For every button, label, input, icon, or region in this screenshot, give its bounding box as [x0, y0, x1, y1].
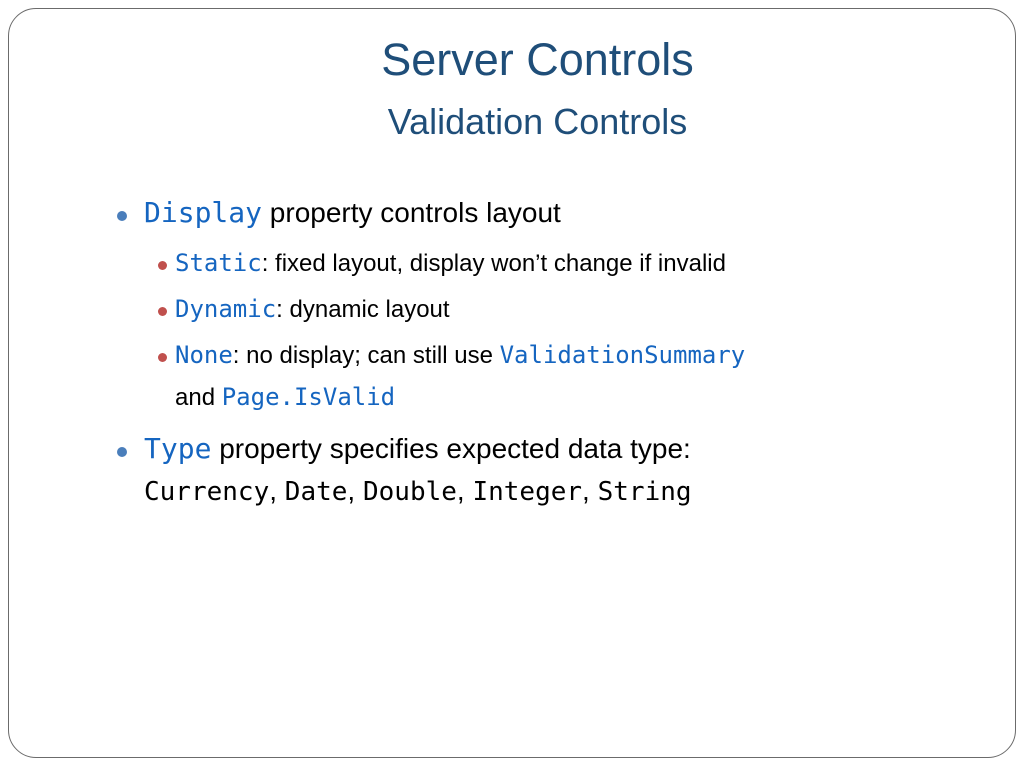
- none-text2: and: [175, 384, 222, 411]
- bullet-dot-icon: [117, 211, 127, 221]
- bullet-static: Static: fixed layout, display won’t chan…: [175, 249, 726, 278]
- type-date: Date: [284, 477, 348, 507]
- validation-summary-code: ValidationSummary: [499, 341, 746, 369]
- type-text: property specifies expected data type:: [211, 433, 691, 464]
- slide-title: Server Controls: [381, 34, 694, 85]
- type-list: Currency, Date, Double, Integer, String: [144, 475, 692, 507]
- dynamic-text: : dynamic layout: [276, 296, 450, 323]
- bullet-display: Display property controls layout: [144, 196, 561, 229]
- type-separator: ,: [456, 475, 473, 506]
- sub-bullet-dot-icon: [158, 261, 167, 270]
- bullet-type: Type property specifies expected data ty…: [144, 432, 691, 465]
- none-code: None: [175, 341, 233, 369]
- display-text: property controls layout: [262, 197, 561, 228]
- type-string: String: [597, 477, 692, 507]
- dynamic-code: Dynamic: [175, 295, 277, 323]
- page-isvalid-code: Page.IsValid: [221, 383, 396, 411]
- bullet-none-continuation: and Page.IsValid: [175, 383, 395, 412]
- static-text: : fixed layout, display won’t change if …: [261, 250, 726, 277]
- type-currency: Currency: [144, 477, 270, 507]
- bullet-dot-icon: [117, 447, 127, 457]
- slide-frame: [8, 8, 1016, 758]
- static-code: Static: [175, 249, 262, 277]
- type-double: Double: [362, 477, 457, 507]
- bullet-dynamic: Dynamic: dynamic layout: [175, 295, 450, 324]
- display-code: Display: [144, 196, 263, 229]
- type-separator: ,: [269, 475, 285, 506]
- sub-bullet-dot-icon: [158, 307, 167, 316]
- slide-subtitle: Validation Controls: [387, 101, 688, 142]
- type-separator: ,: [582, 475, 598, 506]
- type-code: Type: [144, 432, 212, 465]
- type-integer: Integer: [472, 477, 583, 507]
- sub-bullet-dot-icon: [158, 353, 167, 362]
- none-text: : no display; can still use: [232, 342, 500, 369]
- bullet-none: None: no display; can still use Validati…: [175, 341, 745, 370]
- type-separator: ,: [347, 475, 363, 506]
